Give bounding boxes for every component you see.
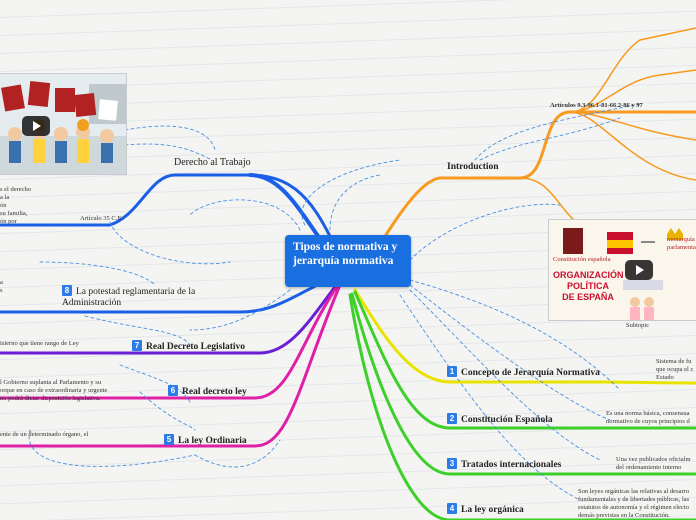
branch-label: La ley Ordinaria: [178, 436, 247, 446]
branch-label: La ley orgánica: [461, 505, 524, 515]
number-badge: 3: [447, 458, 457, 469]
text-line: s el derecho: [0, 186, 32, 193]
text-line: Una vez publicados oficialm: [616, 456, 691, 463]
left-derecho-text: s el derecho a la ón su familia, ón por: [0, 186, 31, 226]
text-line: normativo de cuyos principios d: [606, 418, 690, 425]
video-thumbnail-strike[interactable]: [0, 73, 127, 175]
video-title: ORGANIZACIÓN POLÍTICA DE ESPAÑA: [553, 270, 624, 303]
text-line: ón por: [0, 218, 17, 225]
title-line: ORGANIZACIÓN: [553, 270, 624, 280]
text-line: l Gobierno suplanta al Parlamento y su: [0, 379, 102, 386]
text-line: orque en caso de extraordinaria y urgent…: [0, 387, 108, 394]
branch-real-decreto-ley[interactable]: 6 Real decreto ley: [168, 385, 247, 397]
text-line: que ocupa el c: [656, 366, 694, 373]
branch-label: Concepto de Jerarquía Normativa: [461, 368, 600, 378]
text-line: Son leyes orgánicas las relativas al des…: [578, 488, 690, 495]
central-topic-label: Tipos de normativa y jerarquía normativa: [293, 241, 398, 267]
articulos-label[interactable]: Artículos 9.3-96.1-81-66.2-86 y 97: [550, 102, 643, 109]
branch-label: Constitución Española: [461, 415, 553, 425]
play-icon[interactable]: [22, 116, 50, 136]
number-badge: 2: [447, 413, 457, 424]
number-badge: 8: [62, 285, 72, 296]
ley-ordinaria-desc: ente de un determinado órgano, el: [0, 431, 89, 438]
text-line: demás previstas en la Constitución.: [578, 512, 670, 519]
title-line: DE ESPAÑA: [562, 292, 614, 302]
caption-monarquia: monarquía parlamentaria: [667, 236, 696, 251]
title-line: POLÍTICA: [567, 281, 609, 291]
text-line: fundamentales y de libertades públicas, …: [578, 496, 690, 503]
number-badge: 7: [132, 340, 142, 351]
caption-constitucion: Constitución española: [553, 256, 611, 263]
branch-concepto[interactable]: 1 Concepto de Jerarquía Normativa: [447, 366, 600, 378]
text-line: ón: [0, 202, 7, 209]
text-line: estatutos de autonomía y el régimen elec…: [578, 504, 689, 511]
text-line: a la: [0, 194, 10, 201]
branch-real-decreto-legislativo[interactable]: 7 Real Decreto Legislativo: [132, 340, 245, 352]
branch-label: Real Decreto Legislativo: [146, 342, 246, 352]
subtopic-label[interactable]: Subtopic: [626, 322, 650, 329]
text-line: s: [0, 287, 3, 294]
concepto-desc: Sistema de fu que ocupa el c Estado: [656, 358, 693, 382]
text-line: su familia,: [0, 210, 28, 217]
branch-tratados[interactable]: 3 Tratados internacionales: [447, 458, 561, 470]
cartoon-workers-illustration: [0, 74, 126, 174]
branch-ley-organica[interactable]: 4 La ley orgánica: [447, 503, 524, 515]
number-badge: 4: [447, 503, 457, 514]
spain-politics-illustration: [549, 220, 696, 320]
branch-constitucion[interactable]: 2 Constitución Española: [447, 413, 553, 425]
text-line: Es una norma básica, consensua: [606, 410, 690, 417]
branch-potestad-label: La potestad reglamentaria de la Administ…: [62, 287, 196, 308]
branch-derecho-trabajo[interactable]: Derecho al Trabajo: [174, 157, 251, 168]
number-badge: 5: [164, 434, 174, 445]
branch-label: Real decreto ley: [182, 387, 247, 397]
branch-ley-ordinaria[interactable]: 5 La ley Ordinaria: [164, 434, 247, 446]
branch-label: Tratados internacionales: [461, 460, 562, 470]
articulo-35-label[interactable]: Artículo 35 C.E: [80, 215, 122, 222]
play-icon[interactable]: [625, 260, 653, 280]
number-badge: 6: [168, 385, 178, 396]
text-line: del ordenamiento interno: [616, 464, 682, 471]
text-line: Estado: [656, 374, 674, 381]
central-topic[interactable]: Tipos de normativa y jerarquía normativa: [285, 235, 411, 287]
text-line: a: [0, 279, 3, 286]
ley-organica-desc: Son leyes orgánicas las relativas al des…: [578, 488, 689, 520]
constitucion-desc: Es una norma básica, consensua normativo…: [606, 410, 690, 426]
text-line: Sistema de fu: [656, 358, 692, 365]
rdley-desc: l Gobierno suplanta al Parlamento y su o…: [0, 379, 107, 403]
number-badge: 1: [447, 366, 457, 377]
branch-introduction[interactable]: Introduction: [447, 162, 499, 172]
video-thumbnail-organizacion[interactable]: Constitución española monarquía parlamen…: [548, 219, 696, 321]
left-potestad-text: a s: [0, 279, 3, 295]
tratados-desc: Una vez publicados oficialm del ordenami…: [616, 456, 691, 472]
text-line: no podrá dictar disposición legislativa.: [0, 395, 101, 402]
rdl-desc: isierno que tiene rango de Ley: [0, 340, 79, 347]
